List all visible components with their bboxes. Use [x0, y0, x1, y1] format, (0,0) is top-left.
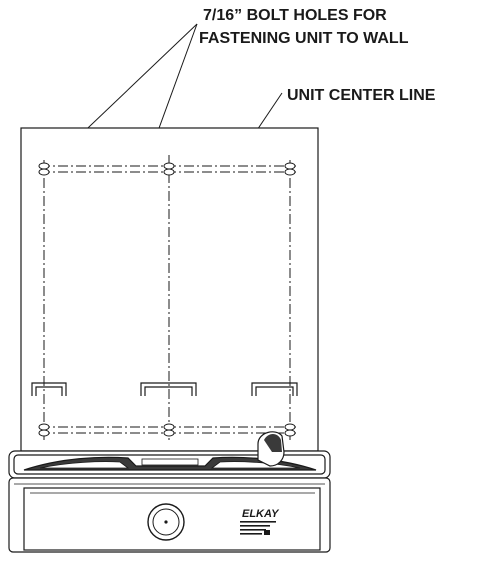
bolt-hole: [38, 423, 50, 431]
bolt-holes-upper: [38, 162, 296, 176]
hanger-brackets: [31, 382, 298, 396]
bolt-hole: [38, 429, 50, 437]
hanger-bracket-left: [31, 382, 67, 396]
basin: [8, 450, 331, 479]
bubbler: [257, 431, 285, 467]
hanger-bracket-center: [140, 382, 197, 396]
bolt-hole: [284, 168, 296, 176]
badge-line: [240, 525, 270, 527]
bolt-hole: [284, 423, 296, 431]
bolt-hole: [163, 162, 175, 170]
bubbler-shadow: [264, 434, 282, 452]
bolt-holes-lower: [38, 423, 296, 437]
bolt-hole: [284, 429, 296, 437]
brand-logo-text: ELKAY: [242, 508, 280, 520]
hanger-bracket-right: [251, 382, 298, 396]
basin-bowl-highlight: [39, 461, 301, 469]
bolt-holes-label-line2: FASTENING UNIT TO WALL: [199, 30, 409, 47]
brand-badge: ELKAY: [240, 508, 280, 535]
center-line-label: UNIT CENTER LINE: [287, 87, 436, 104]
bolt-hole: [38, 168, 50, 176]
badge-line: [240, 521, 276, 523]
badge-mark: [264, 530, 270, 535]
push-button: [147, 503, 185, 541]
badge-line: [240, 533, 262, 535]
push-button-center-dot: [164, 520, 168, 524]
badge-fine-print: [240, 521, 276, 535]
bolt-holes-label-line1: 7/16” BOLT HOLES FOR: [203, 7, 387, 24]
bolt-hole: [163, 429, 175, 437]
drain-strainer: [141, 458, 199, 466]
bolt-hole: [284, 162, 296, 170]
bolt-hole: [38, 162, 50, 170]
badge-line: [240, 529, 266, 531]
bolt-hole: [163, 168, 175, 176]
bolt-hole: [163, 423, 175, 431]
